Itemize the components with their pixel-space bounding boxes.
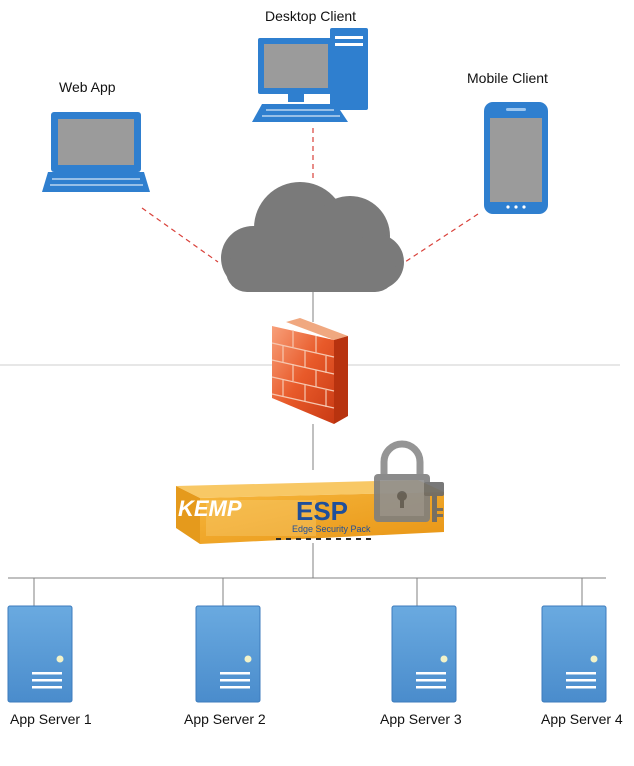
trunk-connectors xyxy=(8,292,606,606)
cloud-icon xyxy=(221,182,404,292)
app-server-2-label: App Server 2 xyxy=(184,711,266,727)
desktop-computer-icon xyxy=(252,28,368,122)
mobile-client-connector xyxy=(404,213,479,263)
web-app-label: Web App xyxy=(59,79,116,95)
esp-subtitle-text: Edge Security Pack xyxy=(292,524,371,534)
padlock-icon xyxy=(374,440,444,522)
mobile-client-label: Mobile Client xyxy=(467,70,548,86)
web-app-connector xyxy=(141,207,219,263)
esp-brand-text: KEMP xyxy=(178,496,242,521)
smartphone-icon xyxy=(484,102,548,214)
esp-title-text: ESP xyxy=(296,496,348,526)
firewall-icon xyxy=(271,318,348,424)
laptop-icon xyxy=(42,112,150,192)
app-server-3-label: App Server 3 xyxy=(380,711,462,727)
desktop-client-label: Desktop Client xyxy=(265,8,357,24)
server-1-icon xyxy=(7,605,73,703)
app-server-4-label: App Server 4 xyxy=(541,711,623,727)
esp-indicator-lights xyxy=(276,538,371,540)
server-2-icon xyxy=(195,605,261,703)
client-connectors xyxy=(141,128,479,263)
server-3-icon xyxy=(391,605,457,703)
server-4-icon xyxy=(541,605,607,703)
app-server-1-label: App Server 1 xyxy=(10,711,92,727)
